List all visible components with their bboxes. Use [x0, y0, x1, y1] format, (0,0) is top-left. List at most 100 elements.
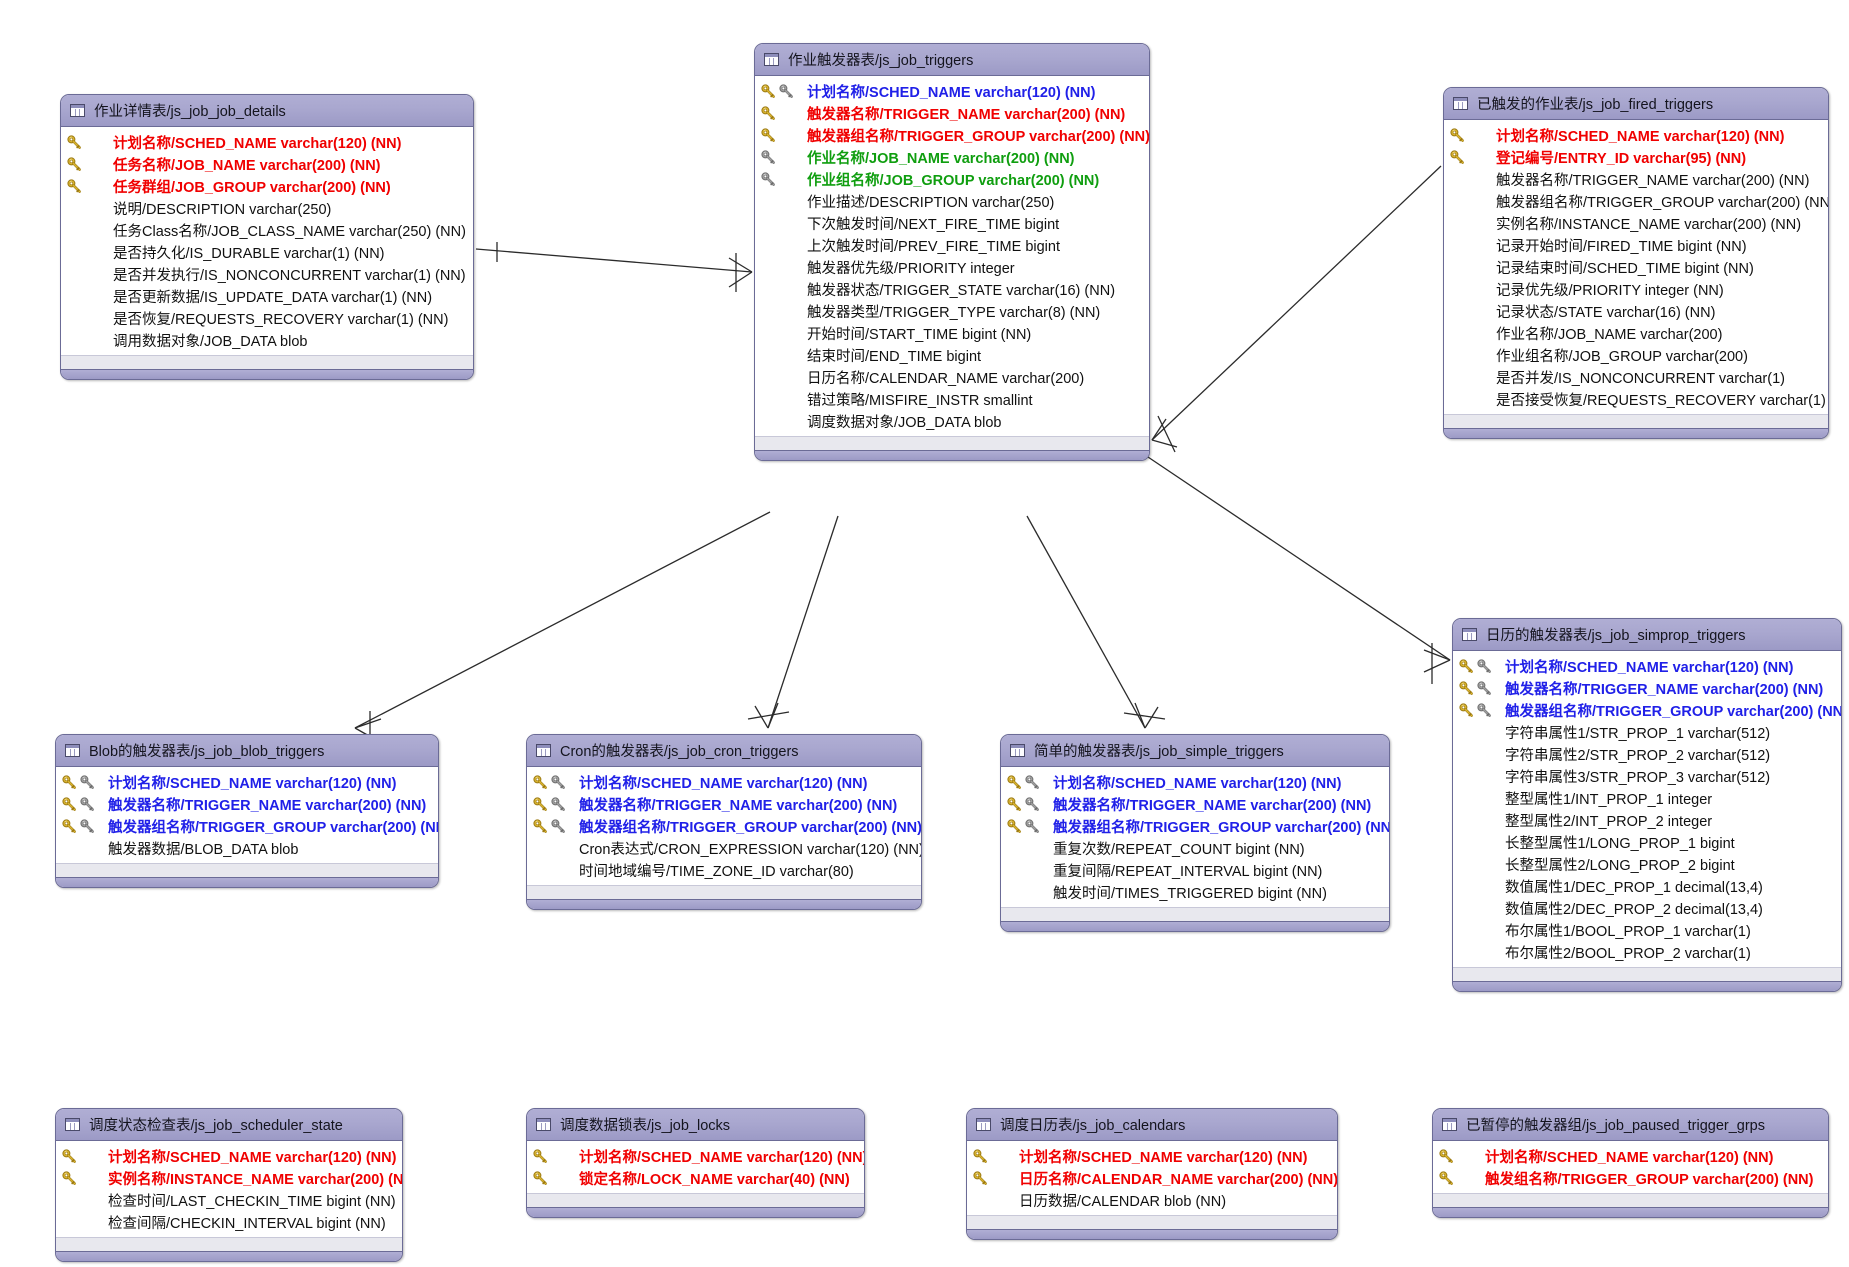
attribute-row[interactable]: 作业组名称/JOB_GROUP varchar(200) (NN): [755, 168, 1149, 190]
attribute-row[interactable]: 检查间隔/CHECKIN_INTERVAL bigint (NN): [56, 1211, 402, 1233]
attribute-row[interactable]: 整型属性2/INT_PROP_2 integer: [1453, 809, 1841, 831]
entity-js_job_simprop_triggers[interactable]: 日历的触发器表/js_job_simprop_triggers 计划名称/SCHE…: [1452, 618, 1842, 992]
attribute-row[interactable]: 结束时间/END_TIME bigint: [755, 344, 1149, 366]
attribute-row[interactable]: 时间地域编号/TIME_ZONE_ID varchar(80): [527, 859, 921, 881]
attribute-row[interactable]: 日历名称/CALENDAR_NAME varchar(200) (NN): [967, 1167, 1337, 1189]
attribute-row[interactable]: 任务Class名称/JOB_CLASS_NAME varchar(250) (N…: [61, 219, 473, 241]
attribute-row[interactable]: 重复间隔/REPEAT_INTERVAL bigint (NN): [1001, 859, 1389, 881]
attribute-row[interactable]: 记录优先级/PRIORITY integer (NN): [1444, 278, 1828, 300]
attribute-row[interactable]: Cron表达式/CRON_EXPRESSION varchar(120) (NN…: [527, 837, 921, 859]
attribute-row[interactable]: 布尔属性2/BOOL_PROP_2 varchar(1): [1453, 941, 1841, 963]
attribute-row[interactable]: 是否更新数据/IS_UPDATE_DATA varchar(1) (NN): [61, 285, 473, 307]
attribute-row[interactable]: 计划名称/SCHED_NAME varchar(120) (NN): [755, 80, 1149, 102]
attribute-row[interactable]: 计划名称/SCHED_NAME varchar(120) (NN): [527, 1145, 864, 1167]
attribute-row[interactable]: 字符串属性3/STR_PROP_3 varchar(512): [1453, 765, 1841, 787]
attribute-row[interactable]: 触发器名称/TRIGGER_NAME varchar(200) (NN): [755, 102, 1149, 124]
attribute-row[interactable]: 触发器名称/TRIGGER_NAME varchar(200) (NN): [1453, 677, 1841, 699]
attribute-row[interactable]: 触发组名称/TRIGGER_GROUP varchar(200) (NN): [1433, 1167, 1828, 1189]
attribute-row[interactable]: 记录结束时间/SCHED_TIME bigint (NN): [1444, 256, 1828, 278]
attribute-row[interactable]: 是否并发/IS_NONCONCURRENT varchar(1): [1444, 366, 1828, 388]
attribute-row[interactable]: 作业名称/JOB_NAME varchar(200): [1444, 322, 1828, 344]
attribute-row[interactable]: 检查时间/LAST_CHECKIN_TIME bigint (NN): [56, 1189, 402, 1211]
entity-header-js_job_simprop_triggers[interactable]: 日历的触发器表/js_job_simprop_triggers: [1453, 619, 1841, 651]
entity-header-js_job_blob_triggers[interactable]: Blob的触发器表/js_job_blob_triggers: [56, 735, 438, 767]
attribute-row[interactable]: 触发器类型/TRIGGER_TYPE varchar(8) (NN): [755, 300, 1149, 322]
attribute-row[interactable]: 调度数据对象/JOB_DATA blob: [755, 410, 1149, 432]
attribute-row[interactable]: 触发器名称/TRIGGER_NAME varchar(200) (NN): [1444, 168, 1828, 190]
attribute-row[interactable]: 数值属性2/DEC_PROP_2 decimal(13,4): [1453, 897, 1841, 919]
attribute-row[interactable]: 字符串属性1/STR_PROP_1 varchar(512): [1453, 721, 1841, 743]
attribute-row[interactable]: 计划名称/SCHED_NAME varchar(120) (NN): [1001, 771, 1389, 793]
entity-header-js_job_fired_triggers[interactable]: 已触发的作业表/js_job_fired_triggers: [1444, 88, 1828, 120]
attribute-row[interactable]: 是否并发执行/IS_NONCONCURRENT varchar(1) (NN): [61, 263, 473, 285]
attribute-row[interactable]: 数值属性1/DEC_PROP_1 decimal(13,4): [1453, 875, 1841, 897]
attribute-row[interactable]: 是否持久化/IS_DURABLE varchar(1) (NN): [61, 241, 473, 263]
attribute-row[interactable]: 触发器组名称/TRIGGER_GROUP varchar(200) (NN): [755, 124, 1149, 146]
attribute-row[interactable]: 触发器名称/TRIGGER_NAME varchar(200) (NN): [527, 793, 921, 815]
attribute-row[interactable]: 重复次数/REPEAT_COUNT bigint (NN): [1001, 837, 1389, 859]
attribute-row[interactable]: 登记编号/ENTRY_ID varchar(95) (NN): [1444, 146, 1828, 168]
attribute-row[interactable]: 长整型属性1/LONG_PROP_1 bigint: [1453, 831, 1841, 853]
attribute-row[interactable]: 计划名称/SCHED_NAME varchar(120) (NN): [61, 131, 473, 153]
entity-js_job_cron_triggers[interactable]: Cron的触发器表/js_job_cron_triggers 计划名称/SCHED…: [526, 734, 922, 910]
attribute-row[interactable]: 上次触发时间/PREV_FIRE_TIME bigint: [755, 234, 1149, 256]
attribute-row[interactable]: 触发器组名称/TRIGGER_GROUP varchar(200) (NN): [1453, 699, 1841, 721]
attribute-row[interactable]: 任务名称/JOB_NAME varchar(200) (NN): [61, 153, 473, 175]
entity-js_job_simple_triggers[interactable]: 简单的触发器表/js_job_simple_triggers 计划名称/SCHED…: [1000, 734, 1390, 932]
attribute-row[interactable]: 触发器优先级/PRIORITY integer: [755, 256, 1149, 278]
attribute-row[interactable]: 错过策略/MISFIRE_INSTR smallint: [755, 388, 1149, 410]
attribute-row[interactable]: 是否恢复/REQUESTS_RECOVERY varchar(1) (NN): [61, 307, 473, 329]
attribute-row[interactable]: 触发器状态/TRIGGER_STATE varchar(16) (NN): [755, 278, 1149, 300]
entity-js_job_blob_triggers[interactable]: Blob的触发器表/js_job_blob_triggers 计划名称/SCHED…: [55, 734, 439, 888]
entity-js_job_fired_triggers[interactable]: 已触发的作业表/js_job_fired_triggers 计划名称/SCHED_…: [1443, 87, 1829, 439]
attribute-row[interactable]: 实例名称/INSTANCE_NAME varchar(200) (NN): [56, 1167, 402, 1189]
entity-header-js_job_triggers[interactable]: 作业触发器表/js_job_triggers: [755, 44, 1149, 76]
attribute-row[interactable]: 实例名称/INSTANCE_NAME varchar(200) (NN): [1444, 212, 1828, 234]
attribute-row[interactable]: 布尔属性1/BOOL_PROP_1 varchar(1): [1453, 919, 1841, 941]
attribute-row[interactable]: 开始时间/START_TIME bigint (NN): [755, 322, 1149, 344]
attribute-row[interactable]: 说明/DESCRIPTION varchar(250): [61, 197, 473, 219]
attribute-row[interactable]: 触发器组名称/TRIGGER_GROUP varchar(200) (NN): [1001, 815, 1389, 837]
attribute-row[interactable]: 整型属性1/INT_PROP_1 integer: [1453, 787, 1841, 809]
attribute-row[interactable]: 日历数据/CALENDAR blob (NN): [967, 1189, 1337, 1211]
attribute-row[interactable]: 触发器组名称/TRIGGER_GROUP varchar(200) (NN): [527, 815, 921, 837]
attribute-row[interactable]: 作业组名称/JOB_GROUP varchar(200): [1444, 344, 1828, 366]
attribute-row[interactable]: 记录状态/STATE varchar(16) (NN): [1444, 300, 1828, 322]
attribute-row[interactable]: 日历名称/CALENDAR_NAME varchar(200): [755, 366, 1149, 388]
entity-header-js_job_calendars[interactable]: 调度日历表/js_job_calendars: [967, 1109, 1337, 1141]
attribute-row[interactable]: 长整型属性2/LONG_PROP_2 bigint: [1453, 853, 1841, 875]
attribute-row[interactable]: 下次触发时间/NEXT_FIRE_TIME bigint: [755, 212, 1149, 234]
entity-header-js_job_job_details[interactable]: 作业详情表/js_job_job_details: [61, 95, 473, 127]
attribute-row[interactable]: 作业名称/JOB_NAME varchar(200) (NN): [755, 146, 1149, 168]
attribute-row[interactable]: 计划名称/SCHED_NAME varchar(120) (NN): [527, 771, 921, 793]
attribute-row[interactable]: 作业描述/DESCRIPTION varchar(250): [755, 190, 1149, 212]
attribute-row[interactable]: 触发器数据/BLOB_DATA blob: [56, 837, 438, 859]
entity-js_job_paused_trigger_grps[interactable]: 已暂停的触发器组/js_job_paused_trigger_grps 计划名称/…: [1432, 1108, 1829, 1218]
attribute-row[interactable]: 计划名称/SCHED_NAME varchar(120) (NN): [1444, 124, 1828, 146]
attribute-row[interactable]: 触发器名称/TRIGGER_NAME varchar(200) (NN): [1001, 793, 1389, 815]
attribute-row[interactable]: 计划名称/SCHED_NAME varchar(120) (NN): [1453, 655, 1841, 677]
entity-header-js_job_cron_triggers[interactable]: Cron的触发器表/js_job_cron_triggers: [527, 735, 921, 767]
attribute-row[interactable]: 计划名称/SCHED_NAME varchar(120) (NN): [1433, 1145, 1828, 1167]
entity-header-js_job_simple_triggers[interactable]: 简单的触发器表/js_job_simple_triggers: [1001, 735, 1389, 767]
attribute-row[interactable]: 调用数据对象/JOB_DATA blob: [61, 329, 473, 351]
attribute-row[interactable]: 字符串属性2/STR_PROP_2 varchar(512): [1453, 743, 1841, 765]
entity-header-js_job_paused_trigger_grps[interactable]: 已暂停的触发器组/js_job_paused_trigger_grps: [1433, 1109, 1828, 1141]
attribute-row[interactable]: 触发时间/TIMES_TRIGGERED bigint (NN): [1001, 881, 1389, 903]
attribute-row[interactable]: 锁定名称/LOCK_NAME varchar(40) (NN): [527, 1167, 864, 1189]
attribute-row[interactable]: 触发器组名称/TRIGGER_GROUP varchar(200) (NN): [56, 815, 438, 837]
attribute-row[interactable]: 触发器名称/TRIGGER_NAME varchar(200) (NN): [56, 793, 438, 815]
entity-header-js_job_scheduler_state[interactable]: 调度状态检查表/js_job_scheduler_state: [56, 1109, 402, 1141]
attribute-row[interactable]: 计划名称/SCHED_NAME varchar(120) (NN): [56, 1145, 402, 1167]
attribute-row[interactable]: 是否接受恢复/REQUESTS_RECOVERY varchar(1): [1444, 388, 1828, 410]
entity-js_job_triggers[interactable]: 作业触发器表/js_job_triggers 计划名称/SCHED_NAME va…: [754, 43, 1150, 461]
attribute-row[interactable]: 任务群组/JOB_GROUP varchar(200) (NN): [61, 175, 473, 197]
attribute-row[interactable]: 触发器组名称/TRIGGER_GROUP varchar(200) (NN): [1444, 190, 1828, 212]
attribute-row[interactable]: 记录开始时间/FIRED_TIME bigint (NN): [1444, 234, 1828, 256]
entity-js_job_job_details[interactable]: 作业详情表/js_job_job_details 计划名称/SCHED_NAME …: [60, 94, 474, 380]
entity-js_job_scheduler_state[interactable]: 调度状态检查表/js_job_scheduler_state 计划名称/SCHED…: [55, 1108, 403, 1262]
entity-js_job_calendars[interactable]: 调度日历表/js_job_calendars 计划名称/SCHED_NAME va…: [966, 1108, 1338, 1240]
attribute-row[interactable]: 计划名称/SCHED_NAME varchar(120) (NN): [967, 1145, 1337, 1167]
attribute-row[interactable]: 计划名称/SCHED_NAME varchar(120) (NN): [56, 771, 438, 793]
